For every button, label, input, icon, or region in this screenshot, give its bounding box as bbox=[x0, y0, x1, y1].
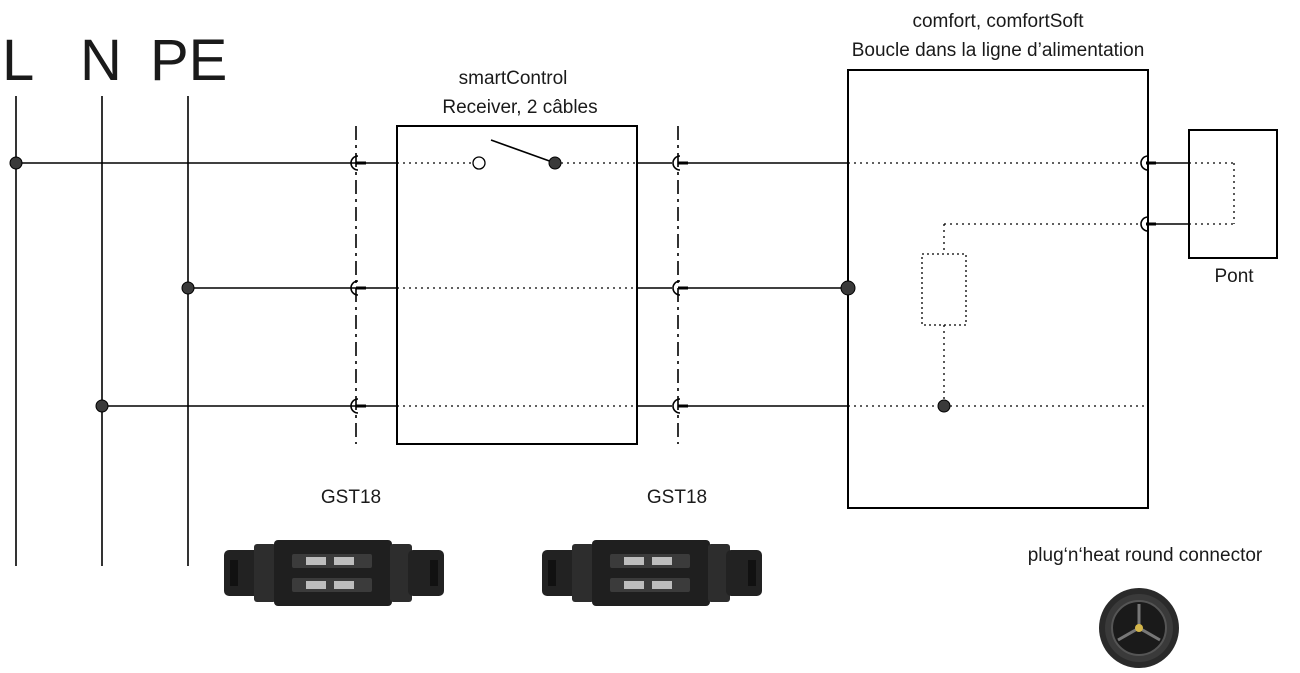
round-connector-label: plug‘n‘heat round connector bbox=[1028, 545, 1263, 566]
rail-label-pe: PE bbox=[150, 28, 227, 93]
plug-symbols-heater bbox=[1140, 155, 1156, 232]
receiver-title: smartControl bbox=[459, 68, 568, 89]
switch-pivot bbox=[548, 156, 562, 170]
heater-subtitle: Boucle dans la ligne d’alimentation bbox=[852, 40, 1145, 61]
plug-symbols-left bbox=[350, 155, 366, 414]
round-connector-image bbox=[1099, 588, 1179, 668]
junction-n-heater bbox=[937, 399, 951, 413]
switch-lever bbox=[490, 139, 556, 164]
rail-label-n: N bbox=[80, 28, 122, 93]
switch-open-contact bbox=[472, 156, 486, 170]
plug-symbol bbox=[350, 155, 359, 171]
junction-n bbox=[95, 399, 109, 413]
plug-symbol bbox=[350, 398, 359, 414]
plug-symbols-right bbox=[672, 155, 688, 414]
bridge-label: Pont bbox=[1214, 266, 1254, 287]
plug-symbol bbox=[350, 280, 359, 296]
heater-title: comfort, comfortSoft bbox=[912, 11, 1084, 32]
gst18-connector-image-right bbox=[542, 540, 762, 606]
junction-l bbox=[9, 156, 23, 170]
plug-symbol bbox=[672, 280, 681, 296]
receiver-box bbox=[396, 125, 638, 445]
bridge-box bbox=[1188, 129, 1278, 259]
heating-element bbox=[921, 253, 967, 326]
plug-symbol bbox=[672, 398, 681, 414]
connector-right-label: GST18 bbox=[647, 487, 707, 508]
connector-left-label: GST18 bbox=[321, 487, 381, 508]
junction-pe bbox=[181, 281, 195, 295]
gst18-connector-image-left bbox=[224, 540, 444, 606]
junction-pe-heater bbox=[840, 280, 856, 296]
rail-label-l: L bbox=[2, 28, 34, 93]
plug-symbol bbox=[1140, 155, 1149, 171]
receiver-subtitle: Receiver, 2 câbles bbox=[442, 97, 597, 118]
heater-box bbox=[847, 69, 1149, 509]
plug-symbol bbox=[1140, 216, 1149, 232]
plug-symbol bbox=[672, 155, 681, 171]
